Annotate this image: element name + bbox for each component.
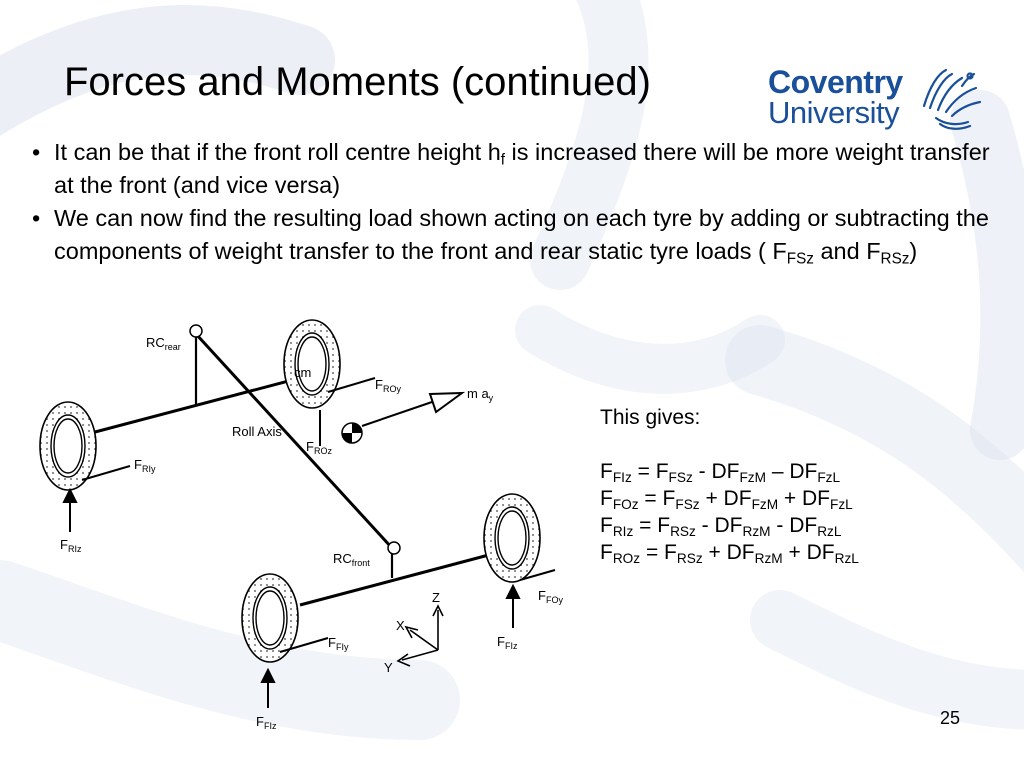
logo-line-1: Coventry [768,64,903,100]
f-foy-label: FFOy [538,588,563,605]
axis-z-label: Z [432,590,440,605]
bullet-2-text-cont: and F [813,238,881,264]
results-block: This gives: FFIz = FFSz - DFFzM – DFFzL … [600,404,859,566]
rear-roll-centre [189,324,203,338]
cm-label: cm [294,365,311,380]
f-fly-arrow [279,637,329,653]
bullet-marker: • [32,205,41,231]
bullet-2-text: We can now find the resulting load shown… [54,205,989,264]
equation-row: FFOz = FFSz + DFFzM + DFFzL [600,487,853,513]
slide-title: Forces and Moments (continued) [64,60,651,104]
rear-outer-tyre [283,319,341,409]
rear-inner-tyre [39,401,97,491]
bullet-item-1: • It can be that if the front roll centre… [32,136,1002,202]
f-flz-bottom-arrow-head [260,667,276,683]
logo-line-2: University [768,95,900,130]
bullet-2-text-end: ) [909,238,918,264]
bullet-2-subscript-rsz: RSz [880,250,910,268]
f-flz-right-arrow-head [505,583,521,599]
f-roy-arrow [327,377,376,393]
bullet-1-text-cont: is increased there will be more weight t… [54,139,990,198]
university-logo: Coventry University [768,66,988,132]
f-flz-bottom-label: FFIz [256,714,277,731]
axis-y-label: Y [384,660,393,675]
front-outer-tyre [483,493,541,583]
bullet-list: • It can be that if the front roll centre… [32,136,1002,268]
bullet-1-text: It can be that if the front roll centre … [54,139,501,165]
f-roz-label: FROz [306,439,332,456]
coordinate-axes [396,604,444,667]
roll-axis-label: Roll Axis [232,424,282,439]
f-foy-arrow [519,569,556,581]
f-roy-label: FROy [375,377,401,394]
roll-axis-line [194,332,394,550]
front-axle [299,550,501,607]
page-number: 25 [940,708,961,728]
f-rly-arrow [81,465,131,481]
bullet-marker: • [32,139,41,165]
rc-front-label: RCfront [333,551,370,568]
equation-row: FROz = FRSz + DFRzM + DFRzL [600,541,859,567]
equation-row: FFIz = FFSz - DFFzM – DFFzL [600,460,841,486]
results-intro: This gives: [600,406,701,429]
equation-row: FRIz = FRSz - DFRzM - DFRzL [600,514,842,540]
bullet-item-2: • We can now find the resulting load show… [32,202,1002,268]
f-rly-label: FRIy [134,457,156,474]
rc-rear-label: RCrear [146,335,181,352]
axis-x-label: X [396,618,405,633]
centre-of-mass-icon [341,422,363,444]
bullet-2-subscript-fsz: FSz [786,250,814,268]
f-flz-right-label: FFIz [497,634,518,651]
phoenix-icon [922,68,982,130]
m-ay-label: m ay [467,386,494,403]
f-rlz-arrow-head [62,487,78,503]
f-fly-label: FFIy [328,635,349,652]
m-ay-arrow-head [428,391,466,414]
f-rlz-label: FRIz [60,537,82,554]
rear-axle [94,376,301,434]
front-roll-centre [387,541,401,555]
bullet-1-subscript: f [500,151,506,169]
m-ay-arrow-shaft [361,401,433,427]
